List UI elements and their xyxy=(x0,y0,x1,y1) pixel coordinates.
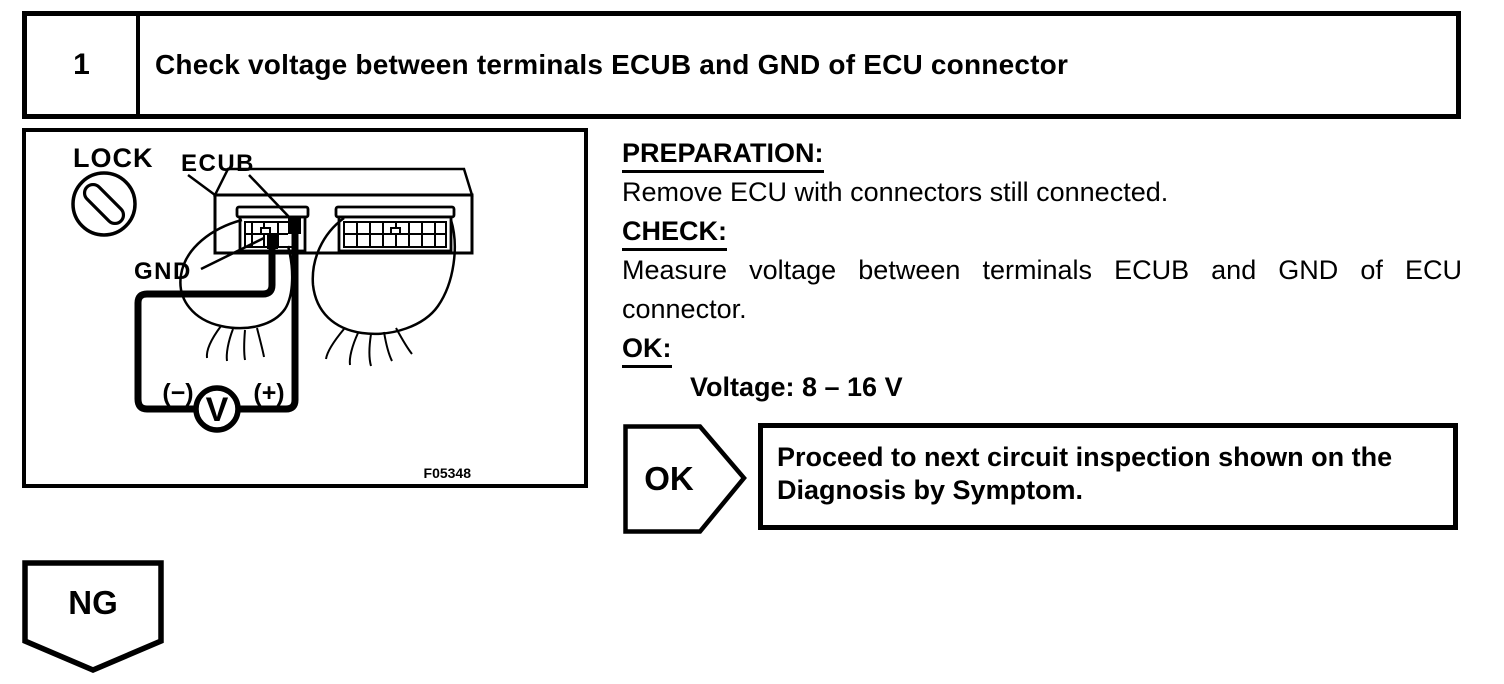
ok-result-line2: Diagnosis by Symptom. xyxy=(777,475,1084,505)
step-header: 1 Check voltage between terminals ECUB a… xyxy=(22,11,1461,119)
label-lock: LOCK xyxy=(73,143,154,173)
ecu-connector-diagram: LOCK xyxy=(22,128,588,488)
figure-code: F05348 xyxy=(424,465,472,481)
ng-badge-label: NG xyxy=(68,584,118,621)
figure-panel: LOCK xyxy=(22,128,588,488)
wire-harness-right xyxy=(311,216,456,367)
label-ecub: ECUB xyxy=(181,150,255,177)
ok-badge-label: OK xyxy=(644,460,694,497)
probe-minus-label: (−) xyxy=(162,379,193,407)
terminal-ecub xyxy=(288,216,301,234)
ng-badge: NG xyxy=(22,560,166,679)
preparation-heading: PREPARATION: xyxy=(622,134,1462,173)
leader-ecub-1 xyxy=(187,173,216,197)
step-number: 1 xyxy=(27,16,140,114)
lock-icon xyxy=(71,171,137,237)
label-gnd: GND xyxy=(134,258,192,285)
check-heading: CHECK: xyxy=(622,212,1462,251)
step-title: Check voltage between terminals ECUB and… xyxy=(155,49,1069,80)
check-heading-text: CHECK: xyxy=(622,216,727,251)
ok-result-box: Proceed to next circuit inspection shown… xyxy=(758,423,1458,530)
preparation-body: Remove ECU with connectors still connect… xyxy=(622,177,1169,207)
preparation-heading-text: PREPARATION: xyxy=(622,138,824,173)
ok-heading: OK: xyxy=(622,329,1462,368)
ecu-connector-right xyxy=(334,205,456,253)
ok-badge: OK xyxy=(623,424,749,539)
voltmeter-icon: V xyxy=(193,385,241,433)
wire-harness-left xyxy=(179,218,294,362)
probe-wires xyxy=(134,234,299,413)
ok-result-line1: Proceed to next circuit inspection shown… xyxy=(777,442,1393,472)
leader-gnd xyxy=(200,236,265,271)
check-body-line2: connector. xyxy=(622,294,747,324)
terminal-gnd xyxy=(267,234,278,249)
leader-ecub-2 xyxy=(248,174,291,219)
voltmeter-symbol: V xyxy=(206,391,229,429)
instructions: PREPARATION: Remove ECU with connectors … xyxy=(622,134,1462,407)
ok-spec: Voltage: 8 – 16 V xyxy=(690,372,903,402)
probe-plus-label: (+) xyxy=(253,379,284,407)
check-body-line1: Measure voltage between terminals ECUB a… xyxy=(622,255,1462,285)
ok-heading-text: OK: xyxy=(622,333,672,368)
